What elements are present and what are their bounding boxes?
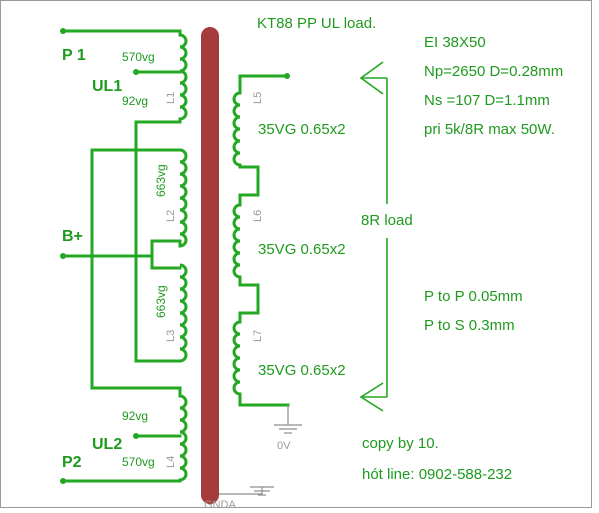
load-bracket xyxy=(359,61,388,412)
primary-wiring xyxy=(61,29,182,483)
bplus-terminal xyxy=(60,253,66,259)
spec-primary-turns: Np=2650 D=0.28mm xyxy=(424,63,563,80)
l1-bottom-turns: 92vg xyxy=(122,94,148,108)
spec-core: EI 38X50 xyxy=(424,34,486,51)
l4-name: L4 xyxy=(165,456,177,468)
p2-terminal xyxy=(60,478,66,484)
coil-l3 xyxy=(179,263,188,363)
ul1-terminal xyxy=(133,69,139,75)
l6-spec: 35VG 0.65x2 xyxy=(258,241,346,258)
credit-hotline: hót line: 0902-588-232 xyxy=(362,466,512,483)
ul1-label: UL1 xyxy=(92,78,122,95)
load-label: 8R load xyxy=(361,212,413,229)
l7-spec: 35VG 0.65x2 xyxy=(258,362,346,379)
diagram-title: KT88 PP UL load. xyxy=(257,15,376,32)
ul2-terminal xyxy=(133,433,139,439)
p1-terminal xyxy=(60,28,66,34)
insulation-p-to-p: P to P 0.05mm xyxy=(424,288,523,305)
secondary-wiring xyxy=(238,74,290,407)
frame-border xyxy=(0,0,592,508)
secondary-hot-terminal xyxy=(284,73,290,79)
spec-rating: pri 5k/8R max 50W. xyxy=(424,121,555,138)
coil-l2 xyxy=(179,148,188,248)
l1-top-turns: 570vg xyxy=(122,50,155,64)
core-ground-label: GNDA xyxy=(204,499,236,511)
bplus-label: B+ xyxy=(62,228,83,245)
l7-name: L7 xyxy=(252,330,264,342)
coil-l5 xyxy=(232,91,241,167)
spec-secondary-turns: Ns =107 D=1.1mm xyxy=(424,92,550,109)
l1-name: L1 xyxy=(165,92,177,104)
coil-l6 xyxy=(232,203,241,279)
secondary-ground-label: 0V xyxy=(277,440,291,452)
l3-turns: 663vg xyxy=(154,285,168,318)
insulation-p-to-s: P to S 0.3mm xyxy=(424,317,515,334)
credit-copy: copy by 10. xyxy=(362,435,439,452)
l5-spec: 35VG 0.65x2 xyxy=(258,121,346,138)
l2-name: L2 xyxy=(165,210,177,222)
coil-l1 xyxy=(179,33,188,121)
l4-bottom-turns: 570vg xyxy=(122,455,155,469)
coil-l7 xyxy=(232,320,241,396)
core-ground-symbol xyxy=(219,486,274,496)
p2-label: P2 xyxy=(62,454,82,471)
coil-l4 xyxy=(179,394,188,482)
l2-turns: 663vg xyxy=(154,164,168,197)
l4-top-turns: 92vg xyxy=(122,409,148,423)
l6-name: L6 xyxy=(252,210,264,222)
iron-core xyxy=(201,27,219,504)
secondary-ground-symbol xyxy=(274,405,302,434)
l5-name: L5 xyxy=(252,92,264,104)
ul2-label: UL2 xyxy=(92,436,122,453)
p1-label: P 1 xyxy=(62,47,86,64)
l3-name: L3 xyxy=(165,330,177,342)
